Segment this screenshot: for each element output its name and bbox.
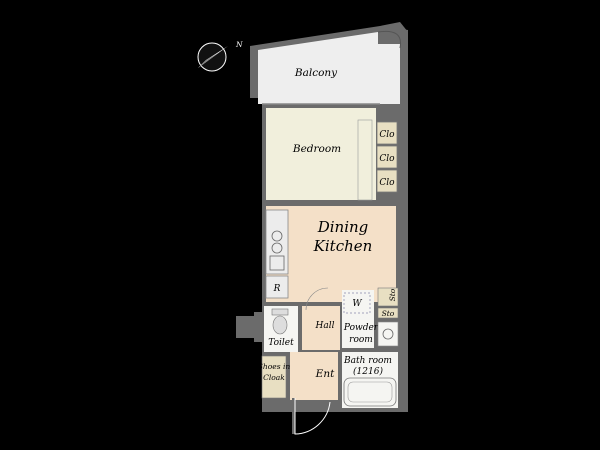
powder-label: Powder xyxy=(343,323,379,333)
refrigerator-label: R xyxy=(273,284,281,294)
bath-room: Bath room (1216) xyxy=(342,352,398,408)
balcony-label: Balcony xyxy=(294,67,338,79)
north-compass-icon: N xyxy=(197,40,243,72)
closet-label: Clo xyxy=(379,130,395,140)
bedroom-label: Bedroom xyxy=(292,143,341,155)
stove-burner-icon xyxy=(271,230,283,242)
shoes-in-cloak: Shoes in Cloak xyxy=(258,355,291,399)
bath-label: Bath room xyxy=(343,356,392,366)
bath-size-label: (1216) xyxy=(353,366,383,377)
dining-label: Dining xyxy=(317,218,369,236)
entry-door-swing-icon xyxy=(294,398,331,435)
washbasin-icon xyxy=(382,328,394,340)
bedroom: Bedroom xyxy=(266,108,376,201)
storage-units: Sto Sto xyxy=(377,287,399,319)
toilet-icon xyxy=(272,315,288,335)
kitchen-label: Kitchen xyxy=(313,237,373,255)
storage-label: Sto xyxy=(382,309,395,318)
compass-north-label: N xyxy=(235,40,243,49)
closet-label: Clo xyxy=(379,154,395,164)
stove-burner-icon xyxy=(271,242,283,254)
closet-label: Clo xyxy=(379,178,395,188)
door-swing-icon xyxy=(305,287,329,311)
hall: Hall xyxy=(302,287,340,350)
closets: Clo Clo Clo xyxy=(376,121,398,193)
toilet-room: Toilet xyxy=(264,306,298,352)
kitchen-counter xyxy=(265,209,289,275)
balcony: Balcony xyxy=(258,30,402,105)
toilet-label: Toilet xyxy=(268,338,294,348)
bathtub-icon xyxy=(343,377,397,407)
storage-label: Sto xyxy=(388,288,397,301)
powder-room: W Powder room xyxy=(342,290,399,348)
entrance-label: Ent xyxy=(315,368,335,380)
refrigerator xyxy=(265,275,289,299)
dining-kitchen: R Dining Kitchen xyxy=(265,206,396,302)
shoes-label: Shoes in xyxy=(258,362,291,371)
washer-label: W xyxy=(352,299,362,309)
entrance: Ent xyxy=(290,352,338,435)
room-label: room xyxy=(349,335,373,345)
sink-icon xyxy=(269,255,285,271)
cloak-label: Cloak xyxy=(263,373,285,382)
hall-label: Hall xyxy=(315,321,335,331)
